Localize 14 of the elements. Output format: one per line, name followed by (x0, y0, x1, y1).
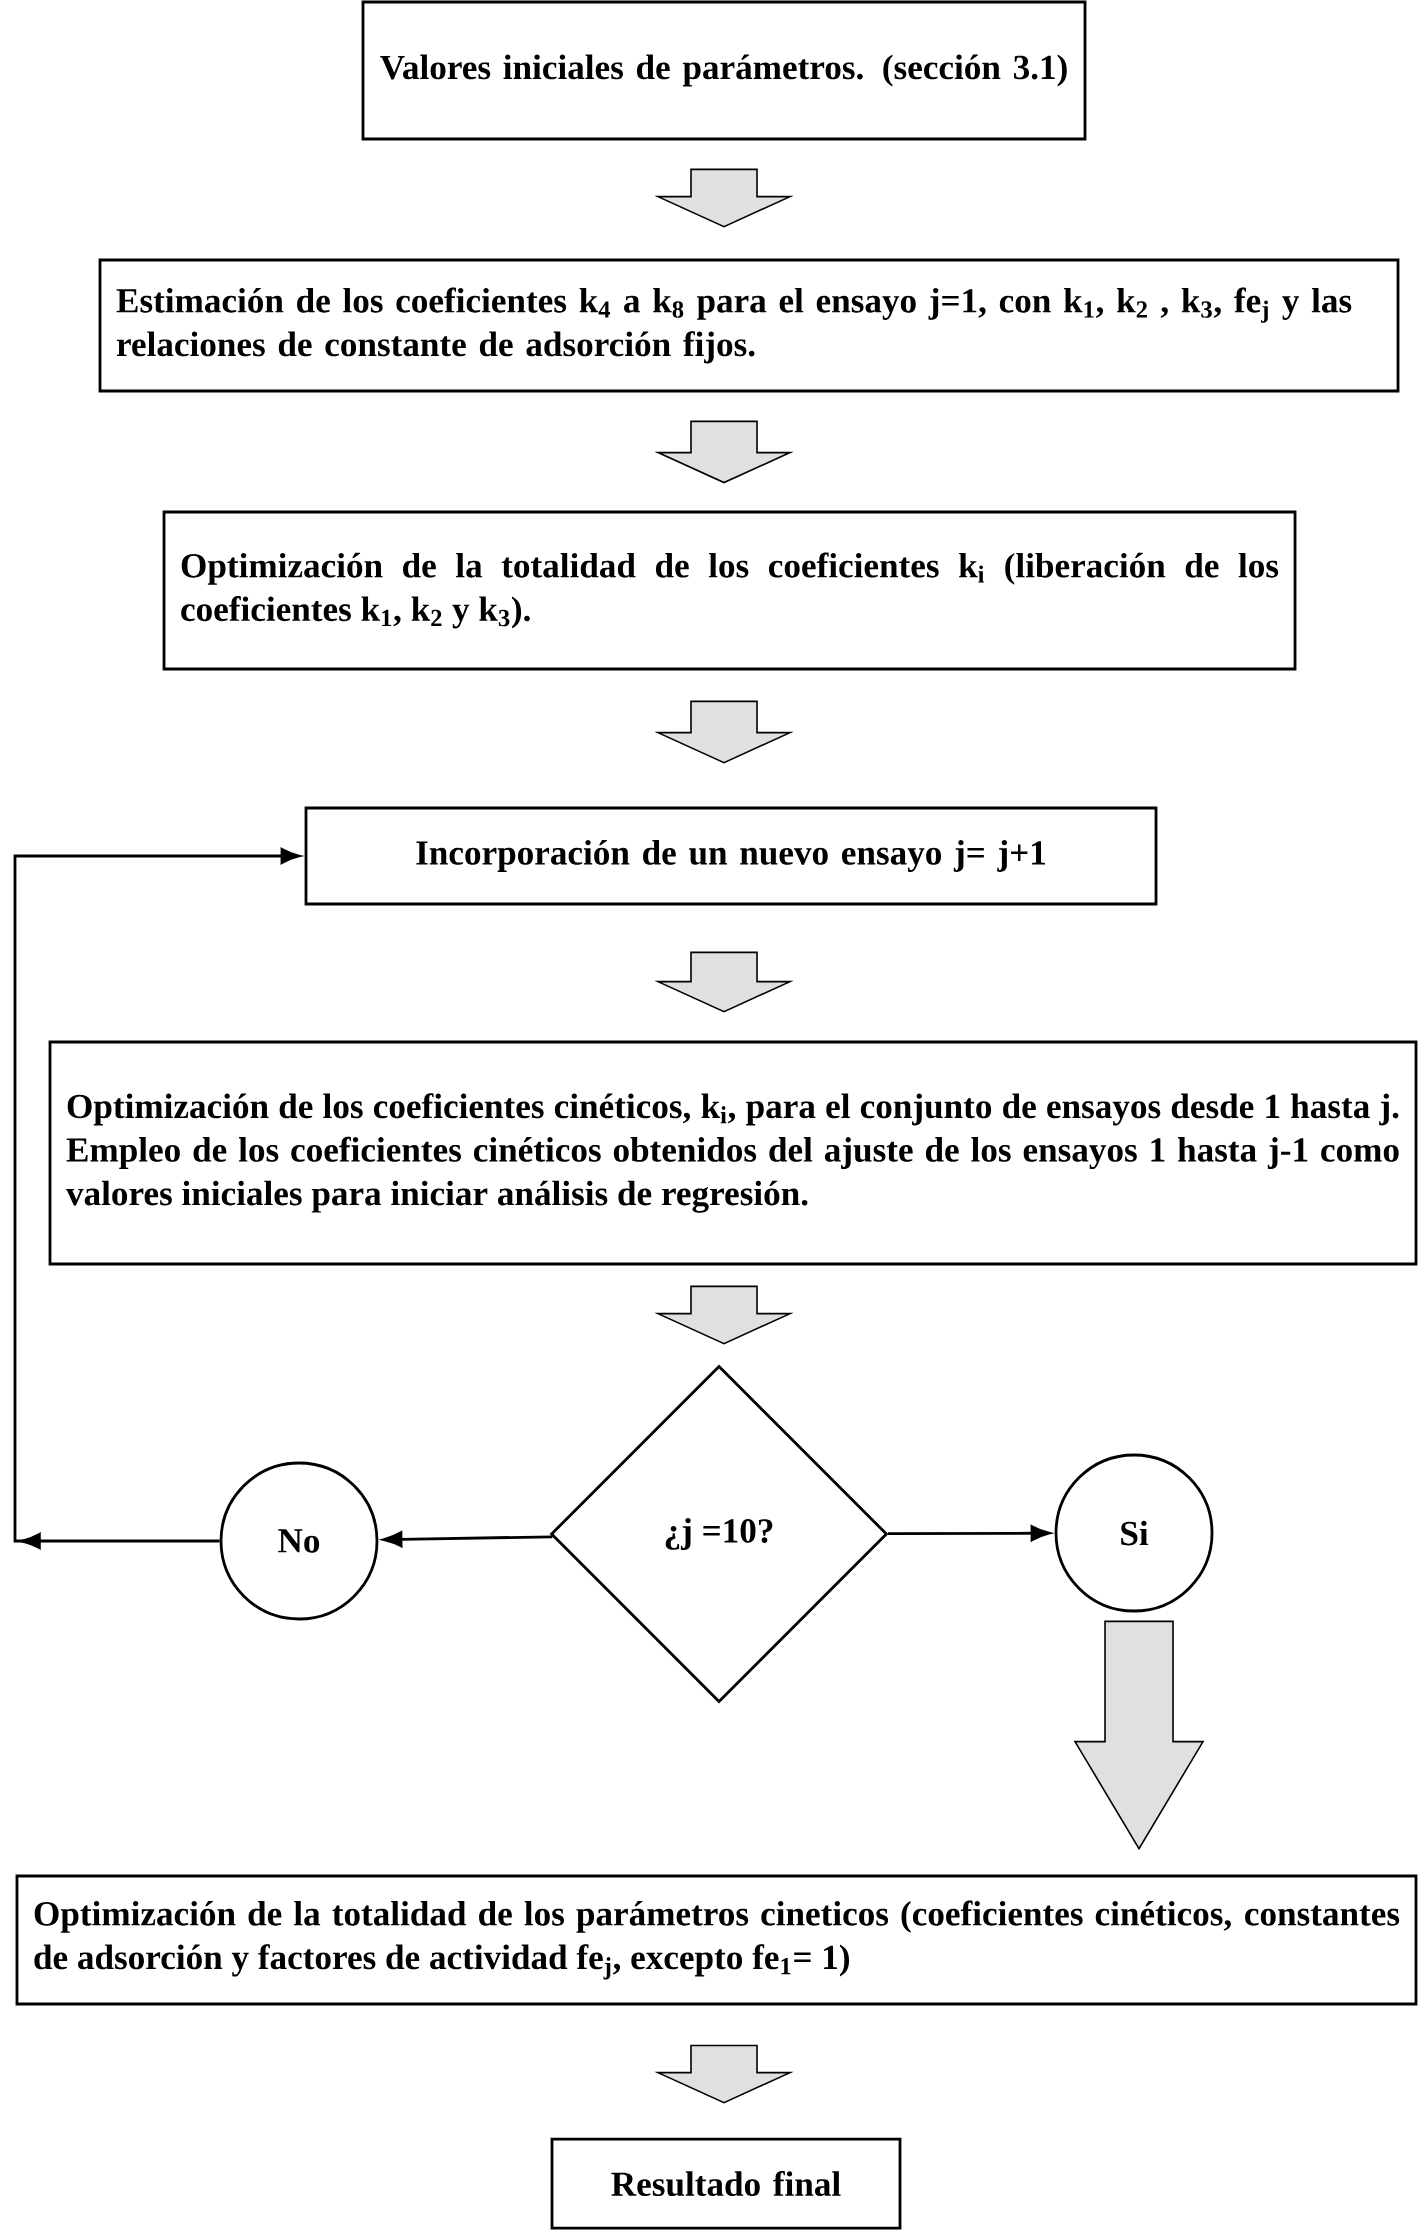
process-box: Resultado final (550, 2137, 902, 2230)
block-arrow (654, 168, 794, 228)
process-box: Optimización de la totalidad de los parámetros cineticos (coeficientes cinéticos, constantes de adsorción y factores de actividad fe$_{j}$, excepto fe$_{1}$= 1) (15, 1874, 1418, 2006)
process-box: Optimización de los coeficientes cinéticos, k$_{i}$, para el conjunto de ensayos desde 1 hasta j. Empleo de los coeficientes cinéticos obtenidos del ajuste de los ensayos 1 hasta j-1 como valores iniciales para iniciar análisis de regresión. (48, 1040, 1418, 1266)
process-box: Estimación de los coeficientes k$_{4}$ a k$_{8}$ para el ensayo j=1, con k$_{1}$, k$_{2}$ , k$_{3}$, fe$_{j}$ y las relaciones de constante de adsorción fijos. (98, 258, 1400, 393)
block-arrow (654, 420, 794, 484)
process-box: Incorporación de un nuevo ensayo j= j+1 (304, 806, 1158, 906)
process-box: Optimización de la totalidad de los coeficientes k$_{i}$ (liberación de los coeficientes k$_{1}$, k$_{2}$ y k$_{3}$). (162, 510, 1297, 671)
block-arrow (1073, 1620, 1205, 1851)
block-arrow (654, 700, 794, 764)
block-arrow (654, 1285, 794, 1345)
block-arrow (654, 951, 794, 1013)
process-box: Valores iniciales de parámetros. (sección 3.1) (361, 0, 1087, 141)
block-arrow (654, 2044, 794, 2104)
